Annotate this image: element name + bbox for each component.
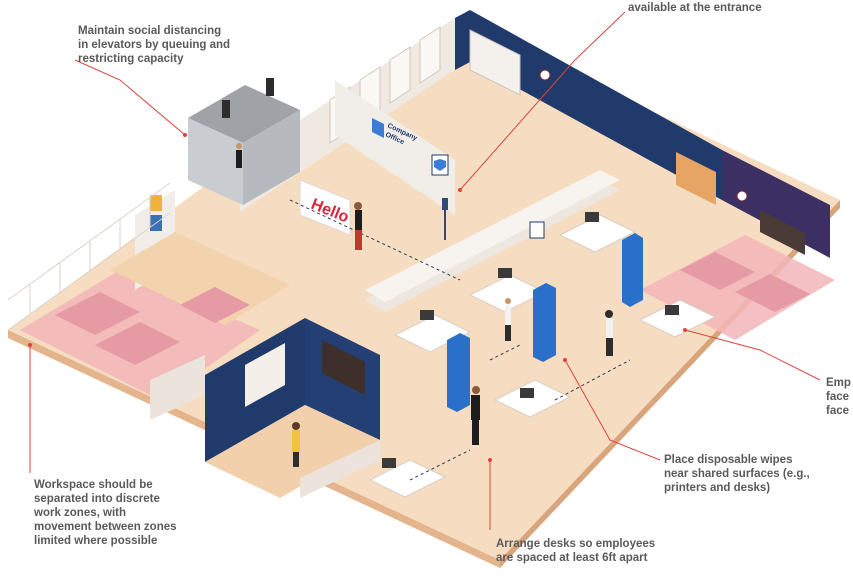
hand-sanitizer-icon	[442, 198, 448, 240]
reception-wall	[335, 80, 455, 215]
person-suit	[471, 386, 480, 445]
partition-wall-center-top	[365, 170, 620, 302]
callout-desks-line-2: are spaced at least 6ft apart	[496, 552, 648, 564]
callout-wipes-line-1: Place disposable wipes	[664, 454, 793, 466]
callout-elevators-line-1: Maintain social distancing	[78, 25, 222, 37]
wall-tv	[760, 210, 805, 255]
monitors	[382, 212, 679, 468]
callout-zones-line-3: work zones, with	[34, 507, 127, 519]
callout-zones-line-1: Workspace should be	[34, 479, 153, 491]
blue-columns	[447, 233, 643, 412]
clock-icon-2	[736, 190, 748, 202]
callout-elevators: Maintain social distancing in elevators …	[78, 24, 230, 66]
callout-employees-line-2: face	[826, 391, 850, 403]
partition-shield-sign	[529, 221, 545, 239]
elevator-roof	[188, 85, 300, 143]
callout-desks-line-1: Arrange desks so employees	[496, 538, 656, 550]
elevator-front	[188, 118, 243, 205]
callout-wipes: Place disposable wipes near shared surfa…	[664, 453, 810, 495]
desk-cluster	[368, 214, 717, 498]
corkboard	[676, 152, 716, 205]
meeting-whiteboard	[245, 343, 285, 407]
elevator-side	[243, 110, 300, 205]
spacing-lines	[289, 199, 631, 481]
callout-desks: Arrange desks so employees are spaced at…	[496, 537, 655, 565]
person-meeting	[292, 422, 300, 467]
callout-zones-line-4: movement between zones	[34, 521, 177, 533]
callout-entrance-line-1: available at the entrance	[628, 2, 762, 14]
glass-wall-left	[7, 182, 171, 331]
clock-icon	[539, 69, 551, 81]
person-reception	[354, 202, 362, 250]
callout-employees-line-1: Emp	[826, 377, 851, 389]
person-elevator	[236, 143, 242, 168]
callout-zones-line-2: separated into discrete	[34, 493, 160, 505]
meeting-tv	[322, 340, 365, 395]
framed-art-1	[150, 195, 162, 211]
projection-screen	[469, 29, 521, 96]
elevator-motor-1	[222, 100, 230, 118]
back-wall-purple	[722, 150, 830, 258]
callout-zones-line-5: limited where possible	[34, 535, 158, 547]
callout-wipes-line-3: printers and desks)	[664, 482, 771, 494]
callout-employees: Emp face face	[826, 376, 851, 418]
callout-elevators-line-3: restricting capacity	[78, 53, 184, 65]
left-office-floor	[110, 232, 290, 325]
front-partition-bottom	[300, 440, 380, 498]
reception-desk	[299, 179, 351, 236]
elevator-motor-2	[266, 78, 274, 96]
callout-entrance: available at the entrance	[628, 1, 762, 15]
callout-elevators-line-2: in elevators by queuing and	[78, 39, 231, 51]
shield-check-icon	[431, 154, 449, 176]
front-partition-left	[150, 355, 205, 420]
sofa-group-left	[55, 287, 250, 365]
person-right	[605, 310, 613, 356]
sofa-group-right	[680, 252, 810, 312]
callout-wipes-line-2: near shared surfaces (e.g.,	[664, 468, 810, 480]
person-center	[505, 298, 511, 341]
callout-dots	[28, 133, 687, 462]
back-wall-navy	[455, 10, 722, 200]
callout-zones: Workspace should be separated into discr…	[34, 478, 177, 548]
callout-lines	[29, 11, 821, 530]
callout-employees-line-3: face	[826, 405, 850, 417]
